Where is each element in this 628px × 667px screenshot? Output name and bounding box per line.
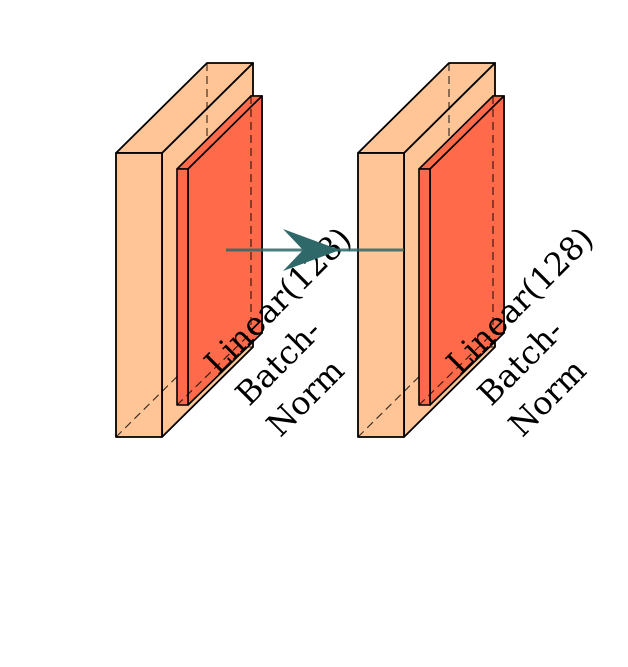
connection-arrow [226,229,404,271]
batchnorm-slab-2 [418,95,505,406]
layer-block-2: Linear(128) Batch- Norm [357,62,601,444]
batchnorm-slab-1 [176,95,263,406]
